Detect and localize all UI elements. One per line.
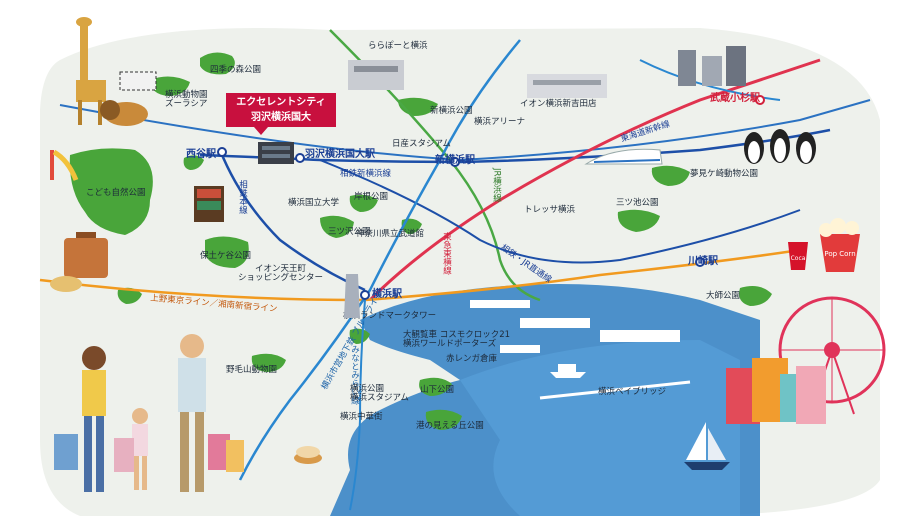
place-shinyokohama-park: 新横浜公園 xyxy=(430,106,473,116)
place-bay-bridge: 横浜ベイブリッジ xyxy=(598,387,667,397)
label-jr-yokohama: JR横浜線 xyxy=(491,168,502,202)
park-shiki xyxy=(200,52,235,75)
musashikosugi-photo xyxy=(678,46,746,86)
station-shinyokohama: 新横浜駅 xyxy=(435,155,475,166)
place-kishine: 岸根公園 xyxy=(354,192,389,202)
place-yokohama-arena: 横浜アリーナ xyxy=(474,117,526,127)
station-musashikosugi: 武蔵小杉駅 xyxy=(710,93,760,104)
station-dot-yokohama xyxy=(360,290,370,300)
place-tressa: トレッサ横浜 xyxy=(524,205,576,215)
popcorn-illustration: Pop Corn xyxy=(819,218,860,272)
place-zoorasia: 横浜動物園 ズーラシア xyxy=(165,90,208,109)
park-yamashita xyxy=(419,377,452,396)
place-aeon: イオン横浜新吉田店 xyxy=(520,99,597,109)
popcorn-label: Pop Corn xyxy=(824,250,855,258)
pier xyxy=(470,300,530,308)
playground-slide-illustration xyxy=(50,149,79,181)
place-yokohama-park: 横浜公園 横浜スタジアム xyxy=(350,384,409,403)
place-mitsuike: 三ツ池公園 xyxy=(616,198,659,208)
place-kodomo-shizen: こども自然公園 xyxy=(86,188,146,198)
station-hazawa: 羽沢横浜国大駅 xyxy=(305,149,375,160)
place-minatonomieru: 港の見える丘公園 xyxy=(416,421,484,431)
park-kodomo xyxy=(69,148,153,235)
bay-bridge xyxy=(539,380,691,400)
station-dot-kawasaki xyxy=(695,257,705,267)
bookshelf-illustration xyxy=(194,186,224,222)
cola-label: Coca xyxy=(791,255,806,262)
line-shinkansen xyxy=(59,99,871,162)
park-nogeyama xyxy=(251,353,286,372)
station-dot-nishiya xyxy=(217,147,227,157)
place-mitsuzawa: 三ツ沢公園 xyxy=(328,227,371,237)
place-ynu: 横浜国立大学 xyxy=(288,198,340,208)
park-minatonomieru xyxy=(425,409,462,430)
sailboat-illustration xyxy=(684,422,730,470)
label-toyoko: 東急東横線 xyxy=(441,232,452,275)
place-red-brick: 赤レンガ倉庫 xyxy=(446,354,498,364)
station-nishiya: 西谷駅 xyxy=(186,149,216,160)
family-illustration xyxy=(54,334,244,492)
park-yumemigasaki xyxy=(651,165,690,186)
penguin-illustration xyxy=(744,129,816,164)
station-yokohama: 横浜駅 xyxy=(372,289,402,300)
line-minatomirai xyxy=(349,299,366,511)
shopping-bags-illustration xyxy=(726,358,826,424)
giraffe-zebra-lion-illustration xyxy=(76,17,157,126)
place-hodogaya: 保土ケ谷公園 xyxy=(200,251,252,261)
park-small xyxy=(349,328,370,344)
callout-line2: 羽沢横浜国大 xyxy=(251,112,311,123)
pier xyxy=(600,330,680,342)
station-kawasaki: 川崎駅 xyxy=(688,256,718,267)
place-aeon-tennocho: イオン天王町 ショッピングセンター xyxy=(238,264,324,283)
place-budokan: 神奈川県立武道館 xyxy=(356,229,425,239)
park-zoorasia xyxy=(150,76,190,96)
steamer-illustration xyxy=(294,446,322,464)
pier xyxy=(500,345,540,353)
drink-cup-illustration: Coca xyxy=(788,242,808,270)
place-cosmoclock: 大観覧車 コスモクロック21 横浜ワールドポーターズ xyxy=(403,330,511,349)
park-mitsuzawa xyxy=(320,215,354,238)
label-sotetsu-main: 相鉄本線 xyxy=(237,180,248,214)
property-callout: エクセレントシティ 羽沢横浜国大 xyxy=(226,93,336,135)
callout-line1: エクセレントシティ xyxy=(236,97,326,108)
label-minatomirai: みなとみらい線 xyxy=(349,345,360,405)
ship-illustration xyxy=(550,364,586,378)
lalaport-photo xyxy=(348,60,404,90)
station-dot-shinyokohama xyxy=(450,157,460,167)
park-small xyxy=(183,155,204,170)
park-mitsuike xyxy=(617,209,660,232)
landmark-tower-illustration xyxy=(344,274,360,318)
place-nogeyama: 野毛山動物園 xyxy=(226,365,278,375)
place-daishi: 大師公園 xyxy=(706,291,741,301)
shinkansen-illustration xyxy=(584,148,663,165)
aeon-photo xyxy=(527,74,607,98)
park-small xyxy=(117,287,142,304)
station-dot-musashikosugi xyxy=(755,95,765,105)
place-landmark: 横浜ランドマークタワー xyxy=(343,311,437,321)
place-yumemigasaki: 夢見ケ崎動物公園 xyxy=(690,169,759,179)
place-lalaport: ららぽーと横浜 xyxy=(368,41,428,51)
line-toyoko xyxy=(368,58,821,302)
line-subway-blue xyxy=(238,39,521,481)
station-dot-hazawa xyxy=(295,153,305,163)
line-sotetsu-main xyxy=(218,149,366,292)
label-shinyokohama-line: 相鉄新横浜線 xyxy=(340,169,392,179)
place-yamashita: 山下公園 xyxy=(420,385,455,395)
park-kishine xyxy=(349,194,378,212)
park-hodogaya xyxy=(205,236,249,268)
line-sotetsu-jr-direct xyxy=(319,159,801,264)
park-daishi xyxy=(739,286,772,306)
building-photo xyxy=(258,142,294,164)
park-small xyxy=(401,218,422,234)
suitcase-illustration xyxy=(50,232,108,292)
place-shikinomori: 四季の森公園 xyxy=(210,65,262,75)
pier xyxy=(520,318,590,328)
place-nissan-stadium: 日産スタジアム xyxy=(392,139,451,149)
place-chinatown: 横浜中華街 xyxy=(340,412,383,422)
